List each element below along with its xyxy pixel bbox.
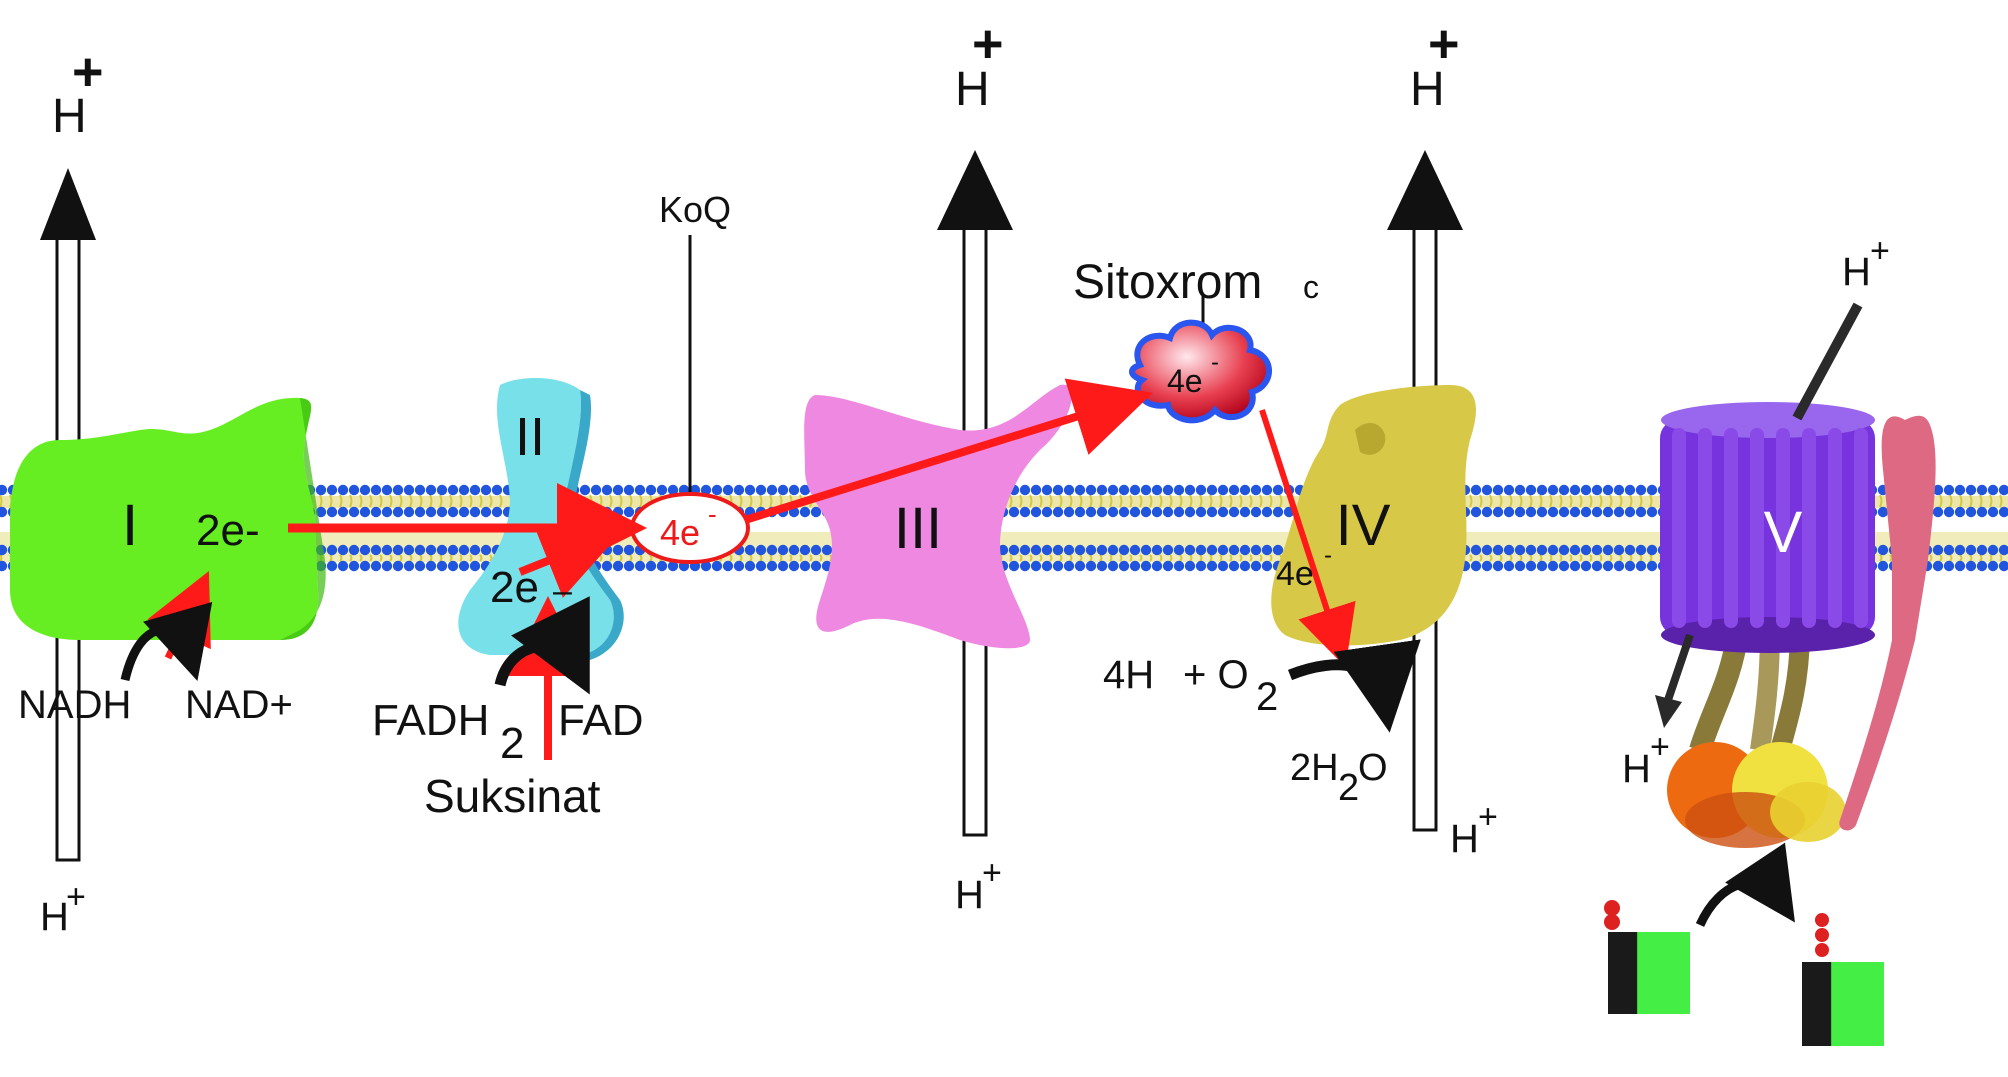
svg-text:+: + bbox=[72, 42, 104, 102]
complex-i: I bbox=[10, 397, 326, 640]
proton-label-iii-top: H + bbox=[955, 14, 1004, 116]
complex-iv-label: IV bbox=[1336, 493, 1391, 558]
complex-iv-electron-label: 4e bbox=[1276, 555, 1314, 593]
proton-label-iv-top: H + bbox=[1410, 14, 1460, 116]
cytochrome-electron-label: 4e bbox=[1167, 363, 1203, 399]
svg-text:H: H bbox=[40, 895, 69, 939]
svg-text:+: + bbox=[1870, 232, 1890, 270]
koq-label: KoQ bbox=[659, 189, 731, 230]
svg-text:H: H bbox=[52, 90, 87, 143]
proton-label-v-top: H + bbox=[1842, 232, 1890, 294]
svg-text:H: H bbox=[1410, 63, 1445, 116]
reaction-curved-arrows bbox=[120, 596, 1796, 927]
electron-flow-arrows bbox=[147, 378, 1356, 760]
svg-text:H: H bbox=[955, 873, 984, 917]
fadh2-subscript: 2 bbox=[500, 719, 524, 768]
water-subscript: 2 bbox=[1338, 767, 1359, 809]
koq-electron-label: 4e bbox=[660, 512, 700, 553]
koq-electron-sup: - bbox=[708, 499, 717, 529]
complex-ii-electron-sup: – bbox=[553, 572, 572, 610]
svg-text:+: + bbox=[1428, 14, 1460, 74]
complex-v-proton-channel-line bbox=[1792, 302, 1863, 421]
complex-iv: IV bbox=[1271, 385, 1476, 646]
complex-v-atp-synthase: V bbox=[1660, 402, 1936, 848]
proton-label-iv-bottom: H + bbox=[1450, 798, 1498, 861]
adp-molecule bbox=[1604, 900, 1690, 1014]
nadh-label: NADH bbox=[18, 683, 131, 727]
svg-text:+: + bbox=[982, 854, 1002, 892]
complex-ii-electron-label: 2e bbox=[490, 563, 539, 612]
cytochrome-label: Sitoxrom bbox=[1073, 256, 1262, 309]
cytochrome-electron-sup: - bbox=[1211, 349, 1219, 376]
svg-text:+: + bbox=[1478, 798, 1498, 836]
proton-label-i-top: H + bbox=[52, 42, 104, 143]
svg-text:+: + bbox=[66, 878, 86, 916]
complex-v-label: V bbox=[1764, 500, 1803, 565]
fadh2-label: FADH bbox=[372, 696, 489, 745]
water-product-prefix: 2H bbox=[1290, 747, 1339, 789]
atp-molecule bbox=[1802, 913, 1884, 1046]
oxygen-reactant-prefix: 4H bbox=[1103, 653, 1154, 697]
proton-label-i-bottom: H + bbox=[40, 878, 86, 939]
complex-iii: III bbox=[804, 384, 1072, 649]
complex-iv-electron-sup: - bbox=[1324, 542, 1332, 569]
svg-text:H: H bbox=[1450, 817, 1479, 861]
complex-i-electron-label: 2e- bbox=[196, 506, 260, 555]
svg-text:H: H bbox=[1622, 747, 1651, 791]
complex-i-label: I bbox=[122, 493, 138, 558]
oxygen-reactant-label: + O bbox=[1183, 653, 1249, 697]
nad-plus-label: NAD+ bbox=[185, 683, 293, 727]
proton-out-arrow-complex-v bbox=[1655, 633, 1694, 728]
water-product-suffix: O bbox=[1358, 747, 1388, 789]
proton-label-v-bottom: H + bbox=[1622, 728, 1670, 791]
svg-text:H: H bbox=[955, 63, 990, 116]
oxygen-subscript: 2 bbox=[1256, 675, 1278, 719]
svg-text:+: + bbox=[972, 14, 1004, 74]
succinate-label: Suksinat bbox=[424, 770, 601, 822]
svg-text:+: + bbox=[1650, 728, 1670, 766]
cytochrome-c-label: c bbox=[1303, 269, 1319, 305]
proton-label-iii-bottom: H + bbox=[955, 854, 1002, 917]
complex-ii-label: II bbox=[515, 407, 545, 467]
fad-label: FAD bbox=[558, 696, 644, 745]
complex-iii-label: III bbox=[894, 496, 942, 561]
complex-ii: II bbox=[458, 378, 624, 660]
svg-text:H: H bbox=[1842, 250, 1871, 294]
